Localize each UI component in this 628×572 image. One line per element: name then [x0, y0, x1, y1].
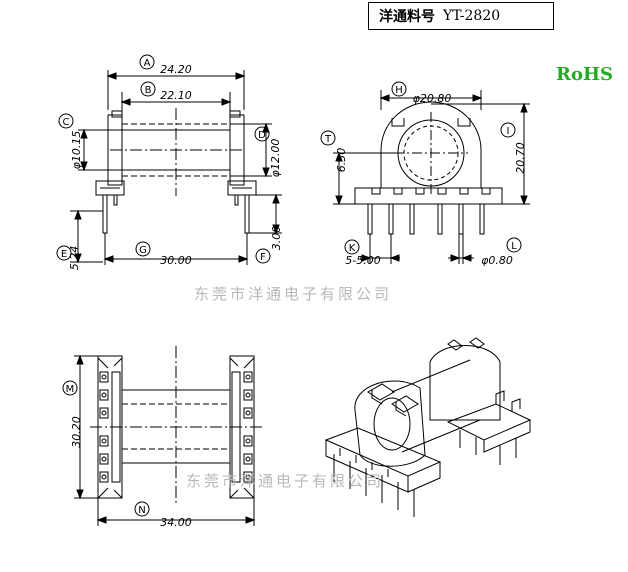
dim-b-tag: B [145, 85, 152, 96]
dim-a-tag: A [144, 58, 151, 69]
dim-c-left-tag: C [63, 117, 70, 128]
dim-m: M 30.20 [62, 354, 98, 500]
dim-c-bottom-tag: G [139, 245, 147, 256]
dim-a-value: 24.20 [160, 63, 192, 76]
front-view: A 24.20 B 22.10 [56, 54, 283, 271]
dim-k-value: 5-5.00 [345, 254, 380, 267]
model-number: YT-2820 [443, 8, 501, 24]
title-block: 洋通料号 YT-2820 [368, 2, 554, 30]
dim-e-value: 5.24 [68, 246, 81, 271]
dim-e-tag: E [61, 249, 67, 260]
dim-d-value: φ12.00 [269, 139, 282, 178]
dim-c-bottom: G 30.00 [103, 233, 249, 267]
dim-t: T 6.30 [320, 130, 394, 206]
dim-b: B 22.10 [120, 81, 232, 112]
dim-i-value: 20.70 [514, 142, 527, 174]
watermark-top: 东莞市洋通电子有限公司 [194, 285, 393, 303]
dim-d: D φ12.00 [230, 122, 282, 178]
dim-k: K 5-5.00 [344, 234, 400, 267]
dim-f: F 3.00 [249, 193, 283, 264]
dim-h: H φ20.80 [379, 81, 483, 110]
dim-t-tag: T [324, 134, 332, 145]
isometric-view [324, 337, 532, 517]
dim-l: L φ0.80 [448, 234, 522, 267]
dim-i: I 20.70 [431, 102, 530, 206]
dim-c-left-value: φ10.15 [70, 131, 83, 170]
watermark-bottom: 东莞市洋通电子有限公司 [186, 472, 385, 490]
dim-e: E 5.24 [56, 209, 103, 271]
dim-m-tag: M [66, 384, 75, 395]
dim-t-value: 6.30 [335, 148, 348, 173]
side-view: H φ20.80 [320, 81, 530, 267]
dim-l-value: φ0.80 [481, 254, 513, 267]
rohs-mark: RoHS [556, 64, 613, 85]
dim-h-tag: H [395, 85, 403, 96]
top-view: M 30.20 N 34.00 [62, 346, 262, 529]
dim-h-value: φ20.80 [413, 92, 452, 105]
dim-d-tag: D [258, 130, 266, 141]
dim-c-bottom-value: 30.00 [160, 254, 192, 267]
dim-a: A 24.20 [106, 54, 246, 110]
dim-k-tag: K [349, 243, 356, 254]
part-number-label: 洋通料号 [379, 9, 435, 25]
dim-l-tag: L [511, 241, 517, 252]
dim-n-value: 34.00 [160, 516, 192, 529]
dim-c-left: C φ10.15 [58, 113, 122, 172]
dim-i-tag: I [507, 126, 510, 137]
dim-n-tag: N [138, 505, 145, 516]
dim-f-tag: F [260, 252, 266, 263]
dim-n: N 34.00 [96, 498, 256, 529]
dim-f-value: 3.00 [270, 226, 283, 251]
dim-b-value: 22.10 [160, 89, 192, 102]
dim-m-value: 30.20 [70, 416, 83, 448]
